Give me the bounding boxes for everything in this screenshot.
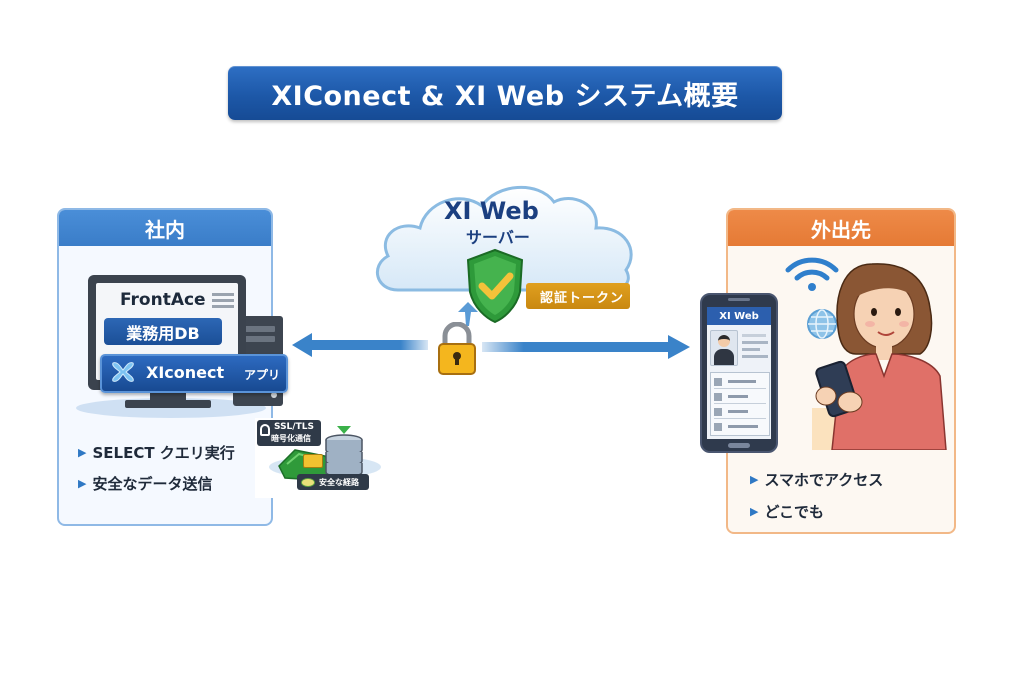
business-db-label: 業務用DB [104,318,222,345]
ssl-tls-badge: SSL/TLS 暗号化通信 [257,420,321,446]
auth-token-label: 認証トークン [526,283,630,309]
globe-icon [807,309,837,339]
list-item [714,391,766,404]
profile-card [710,330,768,368]
desk-shadow [76,398,266,418]
avatar-icon [710,330,738,366]
phone-home-button [728,443,750,448]
database-icon [325,426,363,478]
bullet-triangle-icon: ▶ [750,473,759,486]
up-arrow-icon [458,302,478,326]
diagram-title: XIConect & XI Web システム概要 [271,80,739,112]
bullet-triangle-icon: ▶ [78,446,87,459]
frontace-label: FrontAce [120,290,206,310]
shield-check-icon [466,248,524,324]
bullet-secure-transfer: ▶ 安全なデータ送信 [78,475,213,493]
list-item [714,406,766,419]
xiconect-app-bar[interactable]: XIconect アプリ [100,354,288,393]
server-subtitle: サーバー [466,228,530,247]
padlock-icon [438,322,476,375]
title-banner: XIConect & XI Web システム概要 [228,66,782,120]
monitor-base [125,400,211,408]
remote-panel-header: 外出先 [728,210,954,246]
monitor-stand [150,390,186,402]
lock-icon [260,424,270,436]
gold-block-icon [303,454,323,468]
server-name: XI Web [444,197,539,225]
phone-app-header: XI Web [707,307,771,325]
cloud-server-icon [376,186,633,292]
wifi-icon [785,257,839,291]
phone-speaker [728,298,750,301]
list-item [714,376,766,389]
menu-lines-icon [212,293,234,308]
xiconect-logo-icon [112,362,134,382]
right-arrow [482,335,690,359]
app-tag: アプリ [244,368,281,382]
phone-list [710,372,770,436]
list-item [714,421,766,433]
bullet-triangle-icon: ▶ [78,477,87,490]
gold-coin-icon [301,477,315,487]
bullet-triangle-icon: ▶ [750,505,759,518]
bullet-anywhere: ▶ どこでも [750,503,825,521]
xiconect-label: XIconect [146,363,225,382]
left-arrow [292,333,428,357]
bullet-smartphone-access: ▶ スマホでアクセス [750,471,884,489]
secure-db-graphic: SSL/TLS 暗号化通信 安全な経路 [255,418,390,498]
bullet-select-query: ▶ SELECT クエリ実行 [78,444,235,462]
woman-with-phone-illustration [812,263,947,450]
secure-route-badge: 安全な経路 [297,474,369,490]
internal-panel-header: 社内 [59,210,271,246]
